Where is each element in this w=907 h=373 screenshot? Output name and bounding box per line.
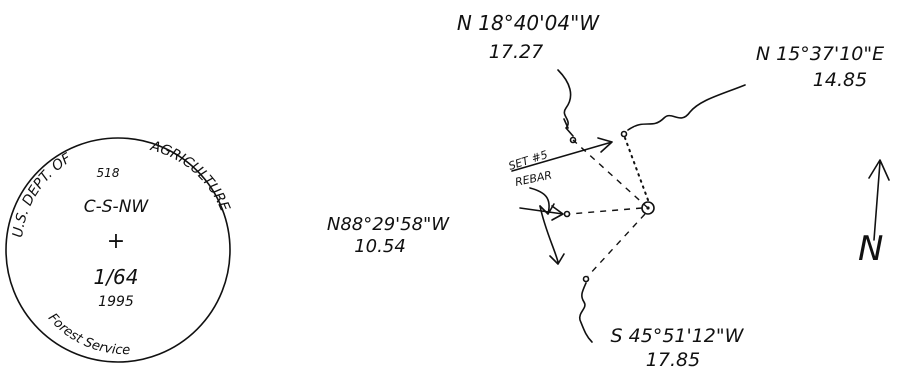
monument-corner-id: C-S-NW [84,197,150,217]
monument-fraction: 1/64 [94,265,139,289]
arrow-down-long [539,205,565,265]
monument-cap: U.S. DEPT. OF AGRICULTURE Forest Service… [5,137,233,363]
bearing-top-right: N 15°37'10"E [756,43,884,65]
north-label: N [858,229,883,269]
witness-point-bottom [582,275,590,283]
line-to-top-right [624,137,649,201]
bearing-top: N 18°40'04"W [457,11,600,35]
leader-top-right [627,84,746,131]
leader-bottom [578,282,593,343]
distance-top: 17.27 [489,41,543,63]
arrow-down-curved [529,187,555,215]
tick-mark [563,118,569,129]
line-to-bottom [587,213,646,277]
monument-year: 1995 [98,294,134,310]
note-line-2: REBAR [514,168,553,188]
north-arrow: N [858,159,890,269]
distance-bottom: 17.85 [646,349,700,371]
monument-ring-right: AGRICULTURE [148,138,233,214]
monument-ring-bottom: Forest Service [45,311,130,358]
monument-mark: + [107,229,125,254]
line-to-left [569,207,643,215]
leader-top [557,69,574,137]
witness-point-left [563,210,571,218]
monument-circle [5,137,231,363]
witness-point-top-right [620,130,628,138]
north-arrow-icon [868,159,890,241]
witness-diagram [511,69,746,343]
monument-ring-left: U.S. DEPT. OF [10,150,75,239]
arrow-rebar [511,137,613,172]
bearing-bottom: S 45°51'12"W [611,325,745,347]
witness-point-top [569,136,577,144]
monument-number: 518 [97,166,120,180]
line-to-top [572,139,649,209]
distance-top-right: 14.85 [813,69,867,91]
bearing-left: N88°29'58"W [327,214,450,235]
distance-left: 10.54 [354,236,406,257]
